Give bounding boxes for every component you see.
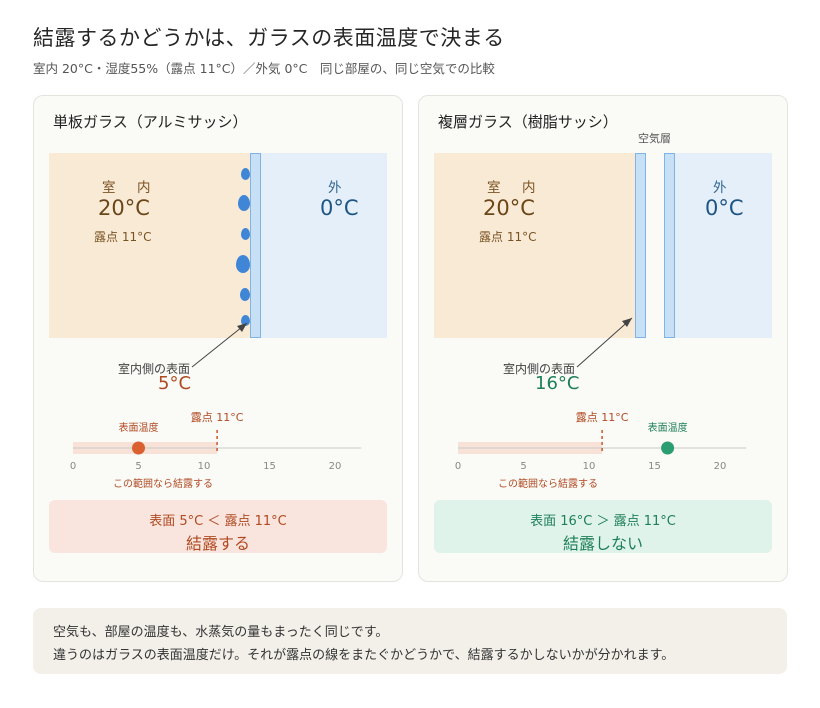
- condensation-drop: [241, 228, 250, 240]
- result-verdict: 結露しない: [562, 534, 643, 553]
- tick-label: 5: [135, 461, 141, 472]
- outdoor-label: 外: [328, 180, 342, 196]
- surface-arrow: [576, 317, 633, 368]
- surface-arrow: [191, 322, 248, 368]
- panel-title: 単板ガラス（アルミサッシ）: [53, 113, 248, 131]
- outdoor-zone: [675, 153, 772, 338]
- outdoor-temperature: 0°C: [320, 196, 359, 220]
- surface-marker-label: 表面温度: [648, 421, 688, 434]
- condensation-drop: [236, 255, 250, 273]
- surface-marker-label: 表面温度: [119, 421, 159, 434]
- panel-title: 複層ガラス（樹脂サッシ）: [438, 113, 618, 131]
- summary-note: 空気も、部屋の温度も、水蒸気の量もまったく同じです。 違うのはガラスの表面温度だ…: [33, 608, 787, 674]
- outer-glass-pane: [664, 153, 675, 338]
- indoor-dew-point: 露点 11°C: [479, 230, 537, 244]
- indoor-temperature: 20°C: [483, 196, 535, 220]
- outdoor-label: 外: [713, 180, 727, 196]
- tick-label: 5: [520, 461, 526, 472]
- result-comparison: 表面 5°C ＜ 露点 11°C: [149, 514, 287, 529]
- condensation-zone-label: この範囲なら結露する: [498, 477, 598, 490]
- surface-temperature-marker: [132, 441, 145, 455]
- surface-temperature-marker: [661, 441, 675, 455]
- surface-temperature: 5°C: [158, 373, 192, 394]
- dew-point-label: 露点 11°C: [191, 411, 244, 424]
- tick-label: 15: [648, 461, 661, 472]
- tick-label: 20: [329, 461, 342, 472]
- page-subtitle: 室内 20°C・湿度55%（露点 11°C）／外気 0°C 同じ部屋の、同じ空気…: [33, 61, 495, 76]
- surface-label: 室内側の表面: [503, 362, 576, 376]
- single-glass-panel: 単板ガラス（アルミサッシ） 室 内 20°C 露点 11°C 外 0°C 室内側…: [33, 95, 403, 582]
- glass-pane: [250, 153, 261, 338]
- surface-temperature: 16°C: [535, 373, 580, 394]
- indoor-zone: [434, 153, 635, 338]
- condensation-zone-label: この範囲なら結露する: [113, 477, 213, 490]
- result-verdict: 結露する: [185, 534, 250, 553]
- result-box: 表面 16°C ＞ 露点 11°C 結露しない: [434, 500, 772, 553]
- air-gap-label: 空気層: [638, 132, 671, 145]
- outdoor-zone: [261, 153, 387, 338]
- tick-label: 20: [714, 461, 727, 472]
- inner-glass-pane: [635, 153, 646, 338]
- tick-label: 10: [583, 461, 596, 472]
- condensation-drop: [240, 288, 250, 301]
- result-comparison: 表面 16°C ＞ 露点 11°C: [530, 514, 676, 529]
- note-line-2: 違うのはガラスの表面温度だけ。それが露点の線をまたぐかどうかで、結露するかしない…: [53, 648, 675, 663]
- indoor-zone: [49, 153, 250, 338]
- tick-label: 15: [263, 461, 276, 472]
- note-line-1: 空気も、部屋の温度も、水蒸気の量もまったく同じです。: [53, 625, 389, 640]
- result-box: 表面 5°C ＜ 露点 11°C 結露する: [49, 500, 387, 553]
- condensation-drop: [238, 195, 250, 211]
- page-title: 結露するかどうかは、ガラスの表面温度で決まる: [33, 26, 505, 50]
- indoor-label: 室 内: [487, 180, 540, 196]
- dew-point-label: 露点 11°C: [576, 411, 629, 424]
- tick-label: 0: [455, 461, 461, 472]
- condensation-drop: [241, 315, 250, 326]
- double-glass-panel: 複層ガラス（樹脂サッシ） 空気層 室 内 20°C 露点 11°C 外 0°C …: [418, 95, 788, 582]
- tick-label: 10: [198, 461, 211, 472]
- indoor-label: 室 内: [102, 180, 155, 196]
- outdoor-temperature: 0°C: [705, 196, 744, 220]
- surface-label: 室内側の表面: [118, 362, 191, 376]
- indoor-dew-point: 露点 11°C: [94, 230, 152, 244]
- indoor-temperature: 20°C: [98, 196, 150, 220]
- condensation-drop: [241, 168, 250, 180]
- tick-label: 0: [70, 461, 76, 472]
